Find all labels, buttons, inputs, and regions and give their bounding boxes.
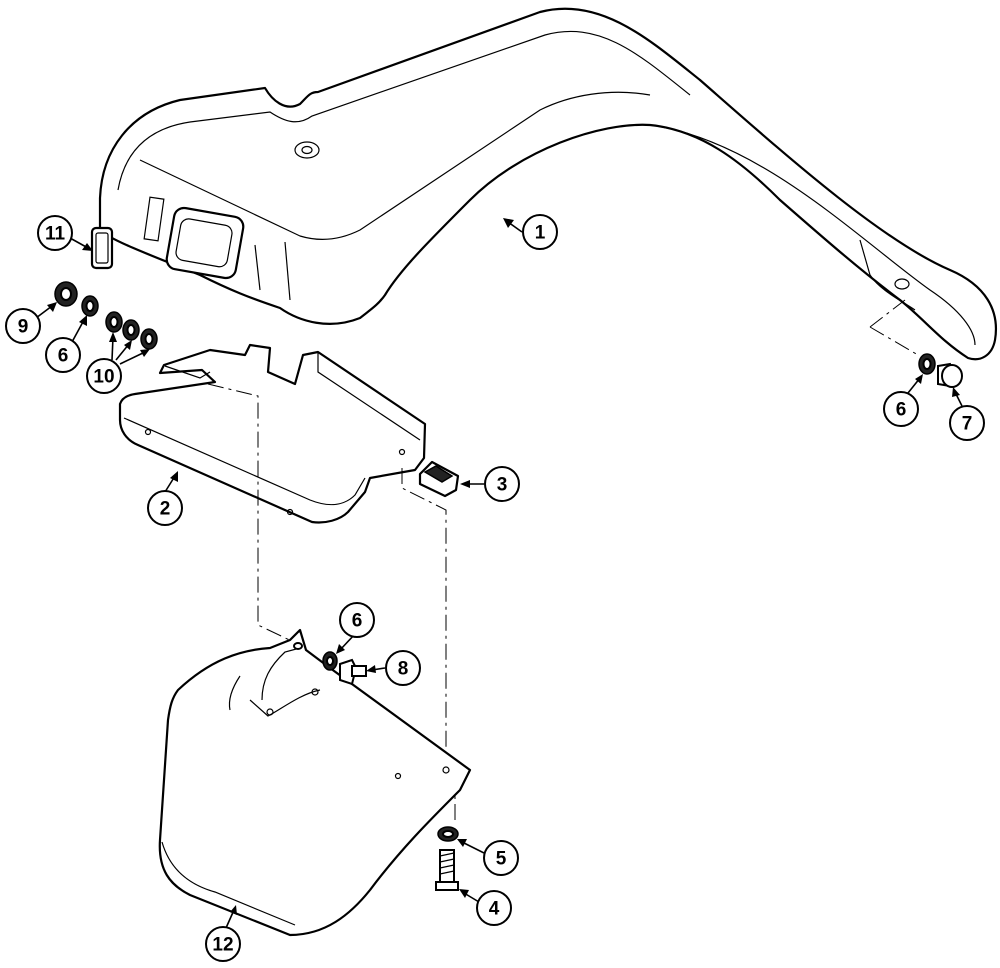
callout-11-label: 11	[45, 224, 66, 245]
callout-3-label: 3	[497, 475, 508, 496]
mud-flap-part	[158, 628, 472, 937]
callout-1: 1	[522, 214, 558, 250]
callout-7-label: 7	[962, 414, 973, 435]
callout-4: 4	[476, 890, 512, 926]
assembly-lines	[207, 299, 919, 820]
left-hardware	[54, 281, 158, 350]
bracket-plate-part	[118, 343, 427, 524]
callout-11: 11	[37, 215, 73, 251]
grommet-part	[90, 226, 114, 270]
callout-5: 5	[483, 840, 519, 876]
callout-7: 7	[949, 405, 985, 441]
callout-4-label: 4	[489, 899, 500, 920]
callout-8-label: 8	[398, 659, 409, 680]
callout-6-right-label: 6	[896, 400, 907, 421]
right-bolt-hardware	[918, 353, 963, 388]
callout-2-label: 2	[160, 499, 171, 520]
callout-6-mid-label: 6	[352, 611, 363, 632]
clip-nut-part	[418, 460, 460, 498]
bottom-bolt-hardware	[435, 826, 459, 891]
callout-12: 12	[205, 926, 241, 962]
callout-10: 10	[86, 358, 122, 394]
callout-5-label: 5	[496, 849, 507, 870]
callout-6-mid: 6	[339, 602, 375, 638]
callout-9: 9	[5, 308, 41, 344]
callout-3: 3	[484, 466, 520, 502]
leader-lines	[35, 218, 963, 929]
fender-part	[98, 7, 997, 361]
callout-9-label: 9	[18, 317, 29, 338]
callout-2: 2	[147, 490, 183, 526]
callout-6-right: 6	[883, 391, 919, 427]
callout-6-left: 6	[45, 337, 81, 373]
callout-1-label: 1	[535, 223, 546, 244]
callout-12-label: 12	[212, 935, 233, 956]
callout-8: 8	[385, 650, 421, 686]
callout-6-left-label: 6	[58, 346, 69, 367]
callout-10-label: 10	[93, 367, 114, 388]
